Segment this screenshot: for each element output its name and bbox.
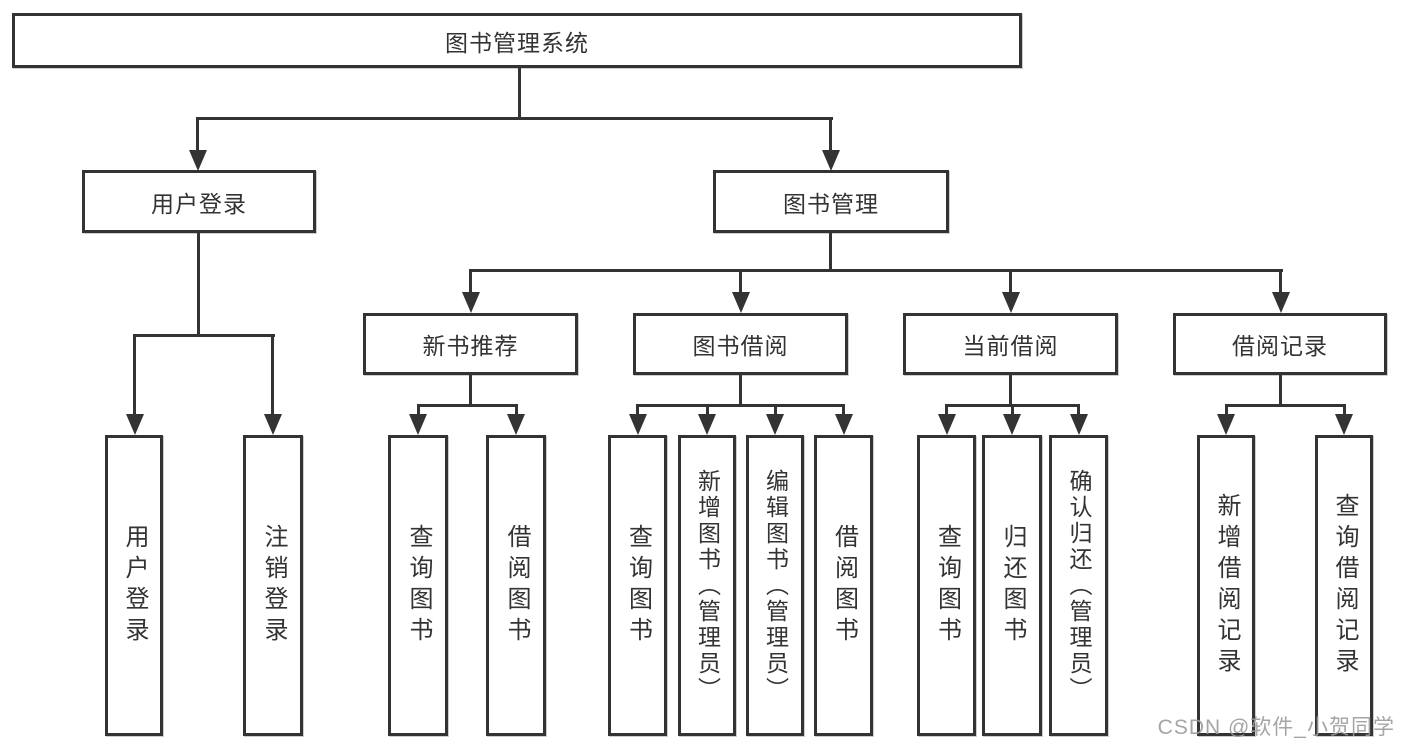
- node-label: 借阅图书: [830, 523, 858, 648]
- connector-line: [945, 404, 948, 416]
- node-new-book-recommend: 新书推荐: [363, 313, 578, 375]
- leaf-query-books-1: 查询图书: [388, 435, 448, 736]
- arrow-down-icon: [1272, 292, 1290, 313]
- arrow-down-icon: [698, 414, 716, 435]
- connector-line: [1009, 269, 1012, 293]
- connector-line: [1279, 375, 1282, 407]
- node-label: 查询图书: [933, 523, 961, 648]
- connector-line: [1343, 404, 1346, 416]
- arrow-down-icon: [1070, 414, 1088, 435]
- arrow-down-icon: [629, 414, 647, 435]
- connector-line: [829, 233, 832, 272]
- leaf-return-books: 归还图书: [982, 435, 1042, 736]
- node-label: 图书管理系统: [445, 29, 589, 56]
- connector-line: [515, 404, 518, 416]
- leaf-query-books-2: 查询图书: [608, 435, 667, 736]
- node-label: 新书推荐: [422, 333, 519, 359]
- leaf-add-borrow-record: 新增借阅记录: [1197, 435, 1255, 736]
- node-user-login: 用户登录: [82, 170, 316, 233]
- connector-line: [417, 404, 420, 416]
- arrow-down-icon: [1335, 414, 1353, 435]
- arrow-down-icon: [835, 414, 853, 435]
- leaf-borrow-books-2: 借阅图书: [814, 435, 873, 736]
- leaf-add-book-admin: 新增图书（管理员）: [678, 435, 736, 736]
- connector-line: [271, 334, 274, 415]
- connector-line: [636, 404, 639, 416]
- leaf-confirm-return-admin: 确认归还（管理员）: [1049, 435, 1108, 736]
- connector-line: [1225, 404, 1346, 407]
- leaf-query-borrow-record: 查询借阅记录: [1315, 435, 1373, 736]
- connector-line: [197, 233, 200, 337]
- node-label: 确认归还（管理员）: [1066, 468, 1092, 703]
- node-label: 查询图书: [405, 523, 432, 648]
- arrow-down-icon: [462, 292, 480, 313]
- arrow-down-icon: [126, 414, 144, 435]
- arrow-down-icon: [1217, 414, 1235, 435]
- node-label: 查询借阅记录: [1331, 492, 1358, 679]
- connector-line: [1077, 404, 1080, 416]
- connector-line: [706, 404, 709, 416]
- arrow-down-icon: [938, 414, 956, 435]
- node-label: 新增借阅记录: [1213, 492, 1240, 679]
- node-book-management-system: 图书管理系统: [12, 13, 1022, 68]
- node-current-borrowing: 当前借阅: [903, 313, 1118, 375]
- arrow-down-icon: [264, 414, 282, 435]
- arrow-down-icon: [1002, 292, 1020, 313]
- node-label: 注销登录: [260, 523, 287, 648]
- node-label: 查询图书: [624, 523, 652, 648]
- connector-line: [469, 269, 1283, 272]
- arrow-down-icon: [732, 292, 750, 313]
- connector-line: [133, 334, 275, 337]
- arrow-down-icon: [507, 414, 525, 435]
- connector-line: [739, 269, 742, 293]
- node-label: 当前借阅: [962, 333, 1059, 359]
- arrow-down-icon: [409, 414, 427, 435]
- leaf-logout: 注销登录: [243, 435, 303, 736]
- node-label: 用户登录: [151, 190, 247, 217]
- connector-line: [518, 66, 521, 119]
- arrow-down-icon: [1003, 414, 1021, 435]
- node-label: 编辑图书（管理员）: [762, 468, 789, 703]
- leaf-user-login: 用户登录: [105, 435, 163, 736]
- arrow-down-icon: [822, 150, 840, 171]
- connector-line: [1011, 404, 1014, 416]
- node-label: 图书借阅: [692, 333, 789, 359]
- connector-line: [469, 375, 472, 407]
- arrow-down-icon: [766, 414, 784, 435]
- connector-line: [636, 404, 845, 407]
- node-label: 借阅记录: [1232, 333, 1328, 359]
- node-label: 用户登录: [121, 523, 148, 648]
- node-label: 借阅图书: [503, 523, 530, 648]
- connector-line: [842, 404, 845, 416]
- connector-line: [196, 117, 833, 120]
- connector-line: [196, 117, 199, 151]
- connector-line: [1279, 269, 1282, 293]
- connector-line: [774, 404, 777, 416]
- node-label: 新增图书（管理员）: [694, 468, 721, 703]
- connector-line: [133, 334, 136, 415]
- node-book-management: 图书管理: [713, 170, 949, 233]
- leaf-query-books-3: 查询图书: [917, 435, 976, 736]
- node-label: 归还图书: [999, 523, 1026, 648]
- leaf-borrow-books-1: 借阅图书: [486, 435, 546, 736]
- connector-line: [417, 404, 518, 407]
- connector-line: [739, 375, 742, 407]
- node-book-borrowing: 图书借阅: [633, 313, 848, 375]
- csdn-watermark: CSDN @软件_小贺同学: [1157, 716, 1395, 739]
- connector-line: [1225, 404, 1228, 416]
- arrow-down-icon: [189, 150, 207, 171]
- connector-line: [829, 117, 832, 151]
- connector-line: [469, 269, 472, 293]
- connector-line: [1009, 375, 1012, 407]
- node-label: 图书管理: [783, 190, 879, 217]
- leaf-edit-book-admin: 编辑图书（管理员）: [746, 435, 804, 736]
- node-borrow-records: 借阅记录: [1173, 313, 1387, 375]
